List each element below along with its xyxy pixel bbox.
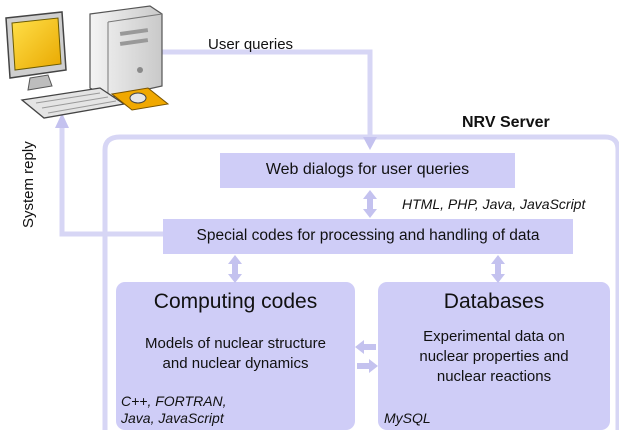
arrow-databases-to-computing [355,340,376,354]
mouse-icon [110,87,170,111]
computing-codes-tech-line1: C++, FORTRAN, [121,393,227,409]
special-codes-box [163,219,573,254]
system-reply-arrowhead [55,113,69,128]
databases-tech: MySQL [384,410,431,426]
special-codes-title: Special codes for processing and handlin… [196,227,540,244]
web-dialogs-box [220,153,515,188]
system-reply-line [59,125,163,237]
arrow-computing-to-databases [357,359,378,373]
databases-desc-line2: nuclear properties and [419,348,569,365]
computing-codes-box [116,282,355,430]
computing-codes-title: Computing codes [153,290,318,313]
databases-desc-line3: nuclear reactions [436,368,552,385]
web-dialogs-title: Web dialogs for user queries [265,161,470,178]
databases-desc-line1: Experimental data on [423,328,565,345]
arrow-special-to-computing [228,255,242,283]
databases-title: Databases [443,290,545,313]
server-boundary [102,134,619,430]
web-dialogs-tech: HTML, PHP, Java, JavaScript [402,196,586,212]
computing-codes-desc-line1: Models of nuclear structure [145,335,326,352]
arrow-web-to-special [363,190,377,218]
arrow-special-to-databases [491,255,505,283]
user-queries-arrowhead [363,137,377,150]
user-queries-label: User queries [208,36,294,53]
user-queries-line [160,49,373,140]
computing-codes-tech-line2: Java, JavaScript [121,410,224,426]
computing-codes-desc-line2: and nuclear dynamics [162,355,309,372]
databases-box [378,282,610,430]
server-title: NRV Server [462,114,550,131]
system-reply-label: System reply [20,141,37,228]
computer-icon [5,5,170,119]
